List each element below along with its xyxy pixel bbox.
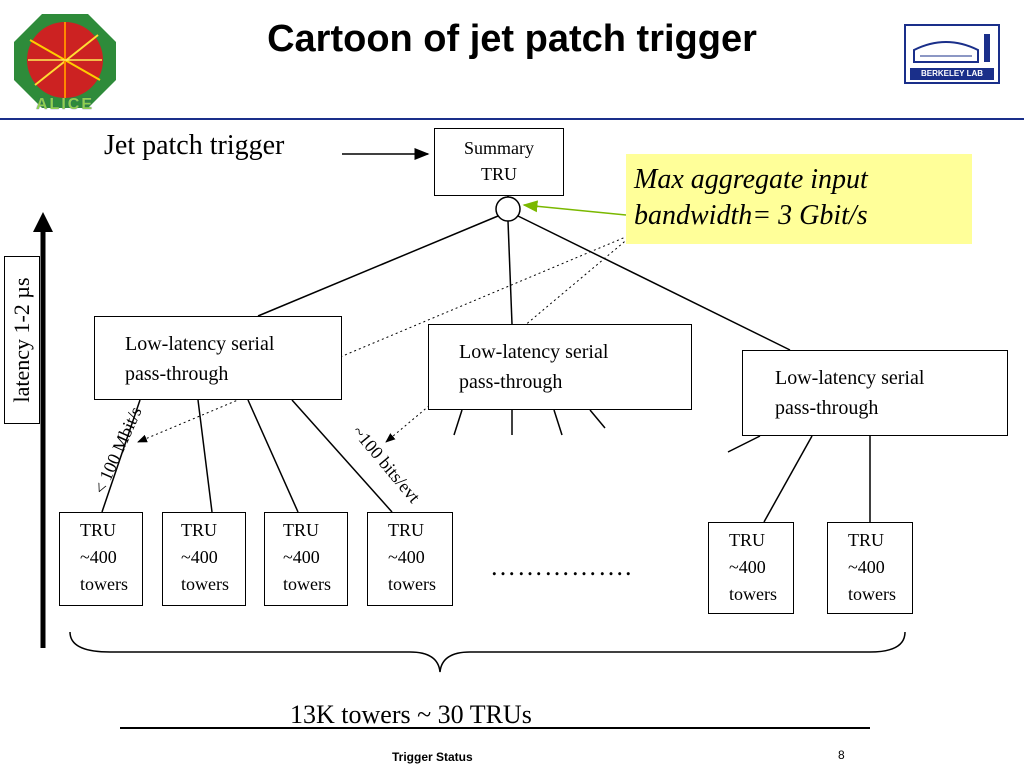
passthrough-line1: Low-latency serial: [459, 341, 609, 363]
tru-line1: TRU: [388, 520, 424, 540]
passthrough-line2: pass-through: [459, 371, 563, 393]
tree-line-left: [257, 215, 499, 317]
bandwidth-note: Max aggregate input bandwidth= 3 Gbit/s: [626, 154, 972, 244]
link-line: [247, 399, 299, 513]
tru-line3: towers: [80, 574, 128, 594]
tru-line3: towers: [283, 574, 331, 594]
ellipsis: …………….: [490, 552, 633, 581]
tru-line2: ~400: [729, 557, 766, 577]
link-line: [197, 399, 213, 513]
summary-tru-line1: Summary: [464, 138, 534, 158]
slide-title: Cartoon of jet patch trigger: [267, 18, 757, 60]
latency-arrow-head: [33, 212, 53, 232]
tru-line1: TRU: [283, 520, 319, 540]
jet-patch-label: Jet patch trigger: [104, 130, 285, 161]
tru-line2: ~400: [848, 557, 885, 577]
tru-line1: TRU: [80, 520, 116, 540]
tru-box-5: TRU ~400 towers: [708, 522, 794, 614]
berkeley-lab-logo: BERKELEY LAB: [904, 24, 1000, 84]
tru-line2: ~400: [283, 547, 320, 567]
passthrough-line2: pass-through: [775, 397, 879, 419]
tru-line1: TRU: [729, 530, 765, 550]
tru-line3: towers: [729, 584, 777, 604]
tru-line1: TRU: [848, 530, 884, 550]
tru-box-1: TRU ~400 towers: [59, 512, 143, 606]
page-number: 8: [838, 748, 845, 762]
tru-box-4: TRU ~400 towers: [367, 512, 453, 606]
alice-logo: ALICE: [10, 10, 120, 115]
footer-title: Trigger Status: [392, 750, 473, 764]
summary-tru-line2: TRU: [481, 164, 517, 184]
bandwidth-note-line2: bandwidth= 3 Gbit/s: [634, 200, 868, 231]
stub-line: [553, 409, 563, 436]
passthrough-box-left: Low-latency serial pass-through: [94, 316, 342, 400]
tru-line3: towers: [388, 574, 436, 594]
latency-label-text: latency 1-2 µs: [9, 277, 34, 403]
summary-tru-box: Summary TRU: [434, 128, 564, 196]
tru-box-6: TRU ~400 towers: [827, 522, 913, 614]
passthrough-line1: Low-latency serial: [125, 333, 275, 355]
passthrough-box-middle: Low-latency serial pass-through: [428, 324, 692, 410]
tru-box-2: TRU ~400 towers: [162, 512, 246, 606]
tree-line-middle: [507, 220, 513, 325]
link-line: [291, 399, 393, 513]
dotted-arrow-1: [137, 235, 629, 443]
towers-summary: 13K towers ~ 30 TRUs: [290, 700, 532, 729]
tru-line2: ~400: [388, 547, 425, 567]
tru-line1: TRU: [181, 520, 217, 540]
towers-brace: [69, 631, 906, 673]
link-line: [101, 399, 141, 513]
tree-line-right: [517, 215, 791, 351]
tru-line3: towers: [848, 584, 896, 604]
summary-node: [495, 196, 521, 222]
tru-line3: towers: [181, 574, 229, 594]
tru-line2: ~400: [80, 547, 117, 567]
bandwidth-note-line1: Max aggregate input: [634, 164, 868, 195]
stub-line: [727, 435, 761, 453]
passthrough-box-right: Low-latency serial pass-through: [742, 350, 1008, 436]
passthrough-line2: pass-through: [125, 363, 229, 385]
bandwidth-arrow: [522, 200, 627, 216]
berkeley-lab-text: BERKELEY LAB: [910, 68, 994, 80]
tru-line2: ~400: [181, 547, 218, 567]
stub-line: [453, 409, 463, 436]
title-rule: [0, 118, 1024, 120]
stub-line: [589, 409, 606, 429]
passthrough-line1: Low-latency serial: [775, 367, 925, 389]
latency-label: latency 1-2 µs: [4, 256, 40, 424]
alice-logo-text: ALICE: [36, 96, 94, 113]
link-line: [763, 435, 813, 523]
tru-box-3: TRU ~400 towers: [264, 512, 348, 606]
